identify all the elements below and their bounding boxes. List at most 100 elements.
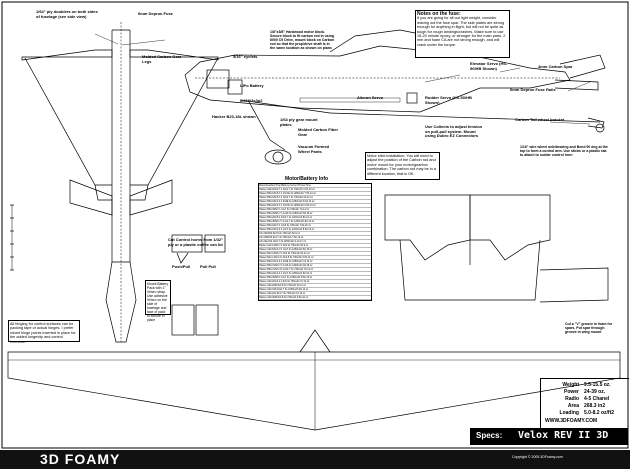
tail-wheel [595, 123, 605, 133]
label-groove: Cut a "V" groove in foam for spars. Put … [565, 322, 613, 334]
motor-row: Hacker A20-20L/6.7:1 10x4.7 3s 730mAh 6.… [259, 188, 371, 192]
hinging-box: All hinging for control surfaces can be … [8, 320, 80, 344]
notes-box: Notes on the fuse: If you are going for … [415, 10, 510, 58]
wing-planform-right [130, 57, 219, 186]
motor-row: Hacker B20-18L/6.7:1 10x4.7 3s 730mAh 6A… [259, 196, 371, 200]
fuse-bottom-view [399, 239, 541, 301]
motor-title: Motor/Battery Info [285, 176, 329, 182]
label-wheel-pants: Vacuum Formed Wheel Pants [298, 144, 330, 154]
motor-row: Hacker B20-18L/4.4:1 10x7 2s 1200mAh 8.5… [259, 228, 371, 232]
motor-row: Hacker B12-14S/6.7:1 9x6 3s 730mAh 6A 12… [259, 252, 371, 256]
sheet-border [1, 1, 629, 449]
servo-rail [299, 97, 401, 103]
battery-strap-2 [195, 304, 219, 336]
label-fuse-6mm: 6mm Depron Fuse [138, 11, 173, 16]
label-ply-doublers: 1/64" ply doublers on both sides of fuse… [36, 9, 98, 19]
motor-row: AXi 2208/34 9x4.7 3s 730mAh 7.5A 13 oz [259, 236, 371, 240]
motor-row: Hacker A20-6XL/6.7:1 10x7 3s 1250mAh 8A … [259, 248, 371, 252]
motor-row: Hacker B20-36S/6.7:1 11x4.7 2s 1250mAh 9… [259, 220, 371, 224]
footer: 3D FOAMY Copyright © 2005 3DFoamy.com [0, 450, 630, 469]
battery-box [227, 79, 243, 95]
rudder-side [559, 54, 606, 79]
spec-key: Radio [565, 396, 579, 402]
spec-value: 268.3 in2 [584, 403, 606, 409]
label-carbon-tail: Carbon Tail wheel bracket [515, 117, 565, 122]
motor-row: Hacker A20-30M 8x3.8 3s 730mAh 6.5A 10 o… [259, 296, 371, 300]
motor-row: AXi 2204/54 8x3.8 2s 730mAh 6A 9 oz [259, 232, 371, 236]
notes-title: Notes on the fuse: [417, 11, 461, 17]
main-gear-leg [247, 99, 286, 151]
wing-planform [7, 351, 621, 431]
motor-row: Motor/Gearbox Prop Battery Current Thrus… [259, 184, 371, 188]
spec-key: Power [563, 389, 579, 395]
label-carbon-spar: 4mm Carbon Spar [538, 64, 573, 69]
stab-side [554, 79, 599, 91]
main-wheel [272, 151, 284, 163]
motor-note-box: Motor stick installation: You will need … [365, 152, 440, 180]
label-wire-tail: 1/16" wire wheel axle/bearing and Bend 9… [520, 145, 608, 157]
label-gear-legs: Molded Carbon Gear Legs [142, 54, 182, 64]
brand-logo: 3D FOAMY [40, 451, 121, 467]
motor-box [206, 69, 230, 89]
wing-tip-view [539, 267, 609, 303]
motor-row: Hacker B20-18L/4.4:1 9x6E 3s 1250mAh 8.3… [259, 200, 371, 204]
motor-row: Hacker A20-34S 10x4.7 3s 1250mAh 8A 14 o… [259, 288, 371, 292]
label-lipo: LiPo Battery [240, 83, 264, 88]
title-bar: Specs: Velox REV II 3D [470, 428, 628, 445]
label-hardwood-block: 1/8"x3/8" Hardwood motor block. Secure b… [270, 30, 335, 50]
wing-planform-left [24, 57, 112, 186]
wing-bottom-right [470, 194, 551, 261]
motor-table: Motor/Gearbox Prop Battery Current Thrus… [258, 183, 372, 301]
gear-line-1 [239, 99, 331, 114]
battery-strap-1 [171, 304, 195, 336]
motor-row: AXi 2212/34 10x4.7 3s 1250mAh 9.1A 17 oz [259, 240, 371, 244]
gear-line-2 [329, 112, 601, 123]
wing-bottom-view [384, 194, 471, 261]
spec-value: 9.5-15.5 oz. [584, 382, 611, 388]
motor-row: Hacker B20-36S/6.7:1 12x6 3s 1250mAh 9A … [259, 212, 371, 216]
rudder-servo-box [406, 92, 418, 104]
stab-left [69, 179, 113, 216]
spec-value: 5.0-8.2 oz/ft2 [584, 410, 615, 416]
motor-row: Hacker B20-36S/5:1 11x7 3s 1250mAh 8.5A … [259, 276, 371, 280]
label-cut-control: Cut Control horns from 1/32" ply or a pl… [168, 237, 224, 247]
control-horn-1 [171, 234, 203, 253]
motor-row: Hacker A20-26M 9x3.8 3s 730mAh 6A 11 oz [259, 284, 371, 288]
motor-row: Hacker B20-18L/7:1 12x6 3s 730mAh 7.8A 1… [259, 224, 371, 228]
model-title: Velox REV II 3D [518, 430, 609, 441]
motor-row: Hacker A20-22L 9x4.7 3s 730mAh 7A 12 oz [259, 292, 371, 296]
wing-left-top [21, 49, 113, 61]
motor-row: Hacker A10-13S/6.7:1 9x6 2s 730mAh 5A 9 … [259, 244, 371, 248]
wheel-pant [264, 149, 292, 165]
label-lipo-spec: 2/460/3s3p2 [240, 98, 263, 103]
label-fuse-rails: 6mm Depron Fuse Rails [510, 87, 556, 92]
motor-row: Hacker B12-14S/4.4:1 8x3.8 3s 730mAh 6.8… [259, 256, 371, 260]
copyright: Copyright © 2005 3DFoamy.com [512, 455, 563, 459]
spec-key: Area [567, 403, 579, 409]
label-eyelets: 5/16" eyelets [233, 54, 258, 59]
notes-body: If you are going for all out light weigh… [417, 16, 506, 47]
label-push-pull: Push/Pull [172, 264, 191, 269]
push-pull-diagram [176, 252, 189, 264]
label-aileron-servo: Aileron Servo [357, 95, 384, 100]
website: WWW.3DFOAMY.COM [545, 418, 598, 424]
motor-row: Hacker A20-20L/4.4:1 9x6 3s 730mAh 7A 13… [259, 280, 371, 284]
battery-mount-box: Mount Battery Pack with 1" Velcro strap.… [145, 280, 171, 322]
motor-row: Hacker B20-26L/5:1 10x4.7 2s 1200mAh 8A … [259, 216, 371, 220]
motor-row: Hacker B20-26L/6.7:1 10x7E 3s 1250mAh 6.… [259, 204, 371, 208]
motor-row: Hacker B20-26L/4.4:1 10x7 3s 1250mAh 9A … [259, 272, 371, 276]
spec-key: Weight [562, 382, 579, 388]
motor-row: Hacker B20-15L/4.4:1 9x6E 2s 1250mAh 7A … [259, 260, 371, 264]
fuse-side-view [184, 45, 571, 113]
label-collects: Use Collects to adjust tension on pull-p… [425, 124, 483, 139]
stab-right [129, 179, 173, 216]
rudder-top [105, 261, 137, 343]
control-horn-2 [204, 234, 226, 253]
spec-value: 4-5 Chanel [584, 396, 610, 402]
spec-key: Loading [559, 410, 579, 416]
motor-row: Hacker B20-36S/7:1 11x7 3s 730mAh 7A 14 … [259, 208, 371, 212]
wing-notch [299, 329, 331, 353]
wing-right-trailing [130, 184, 149, 201]
